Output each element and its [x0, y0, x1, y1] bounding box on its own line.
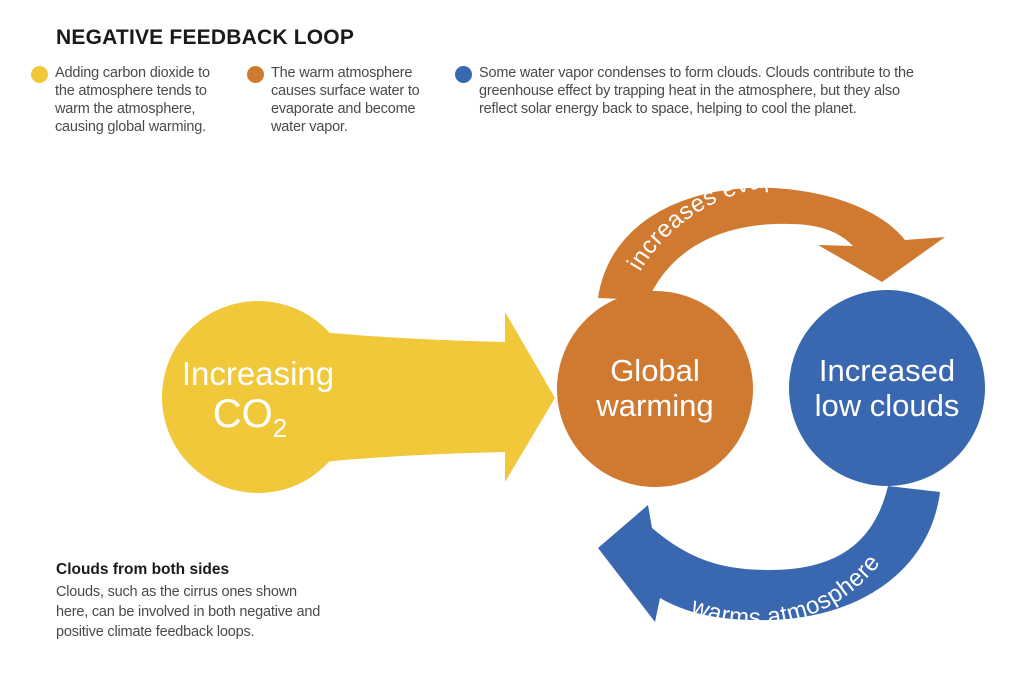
- blue-dot-icon: [455, 66, 472, 83]
- legend-text-clouds: Some water vapor condenses to form cloud…: [479, 65, 914, 117]
- legend-text-evaporation: The warm atmosphere causes surface water…: [271, 65, 420, 135]
- global-warming-label-line1: Global: [610, 353, 700, 388]
- side-note-body: Clouds, such as the cirrus ones shown he…: [56, 584, 321, 640]
- co2-arrow: [300, 312, 555, 482]
- low-clouds-circle: [789, 290, 985, 486]
- evaporation-arrow: [598, 187, 945, 300]
- legend-text-co2: Adding carbon dioxide to the atmosphere …: [55, 65, 210, 135]
- global-warming-circle: [557, 291, 753, 487]
- orange-dot-icon: [247, 66, 264, 83]
- warms-arrow: [598, 486, 940, 622]
- global-warming-label-line2: warming: [595, 388, 713, 423]
- co2-label-line1: Increasing: [182, 355, 334, 392]
- low-clouds-label-line2: low clouds: [815, 388, 960, 423]
- side-note: Clouds from both sides Clouds, such as t…: [56, 561, 326, 642]
- co2-circle: [162, 301, 354, 493]
- yellow-dot-icon: [31, 66, 48, 83]
- co2-label-line2: CO2: [213, 392, 287, 443]
- legend-item-co2: Adding carbon dioxide to the atmosphere …: [31, 64, 230, 136]
- page-title: NEGATIVE FEEDBACK LOOP: [56, 26, 355, 49]
- legend-item-clouds: Some water vapor condenses to form cloud…: [455, 64, 924, 118]
- low-clouds-label-line1: Increased: [819, 353, 955, 388]
- legend-item-evaporation: The warm atmosphere causes surface water…: [247, 64, 436, 136]
- side-note-heading: Clouds from both sides: [56, 561, 230, 578]
